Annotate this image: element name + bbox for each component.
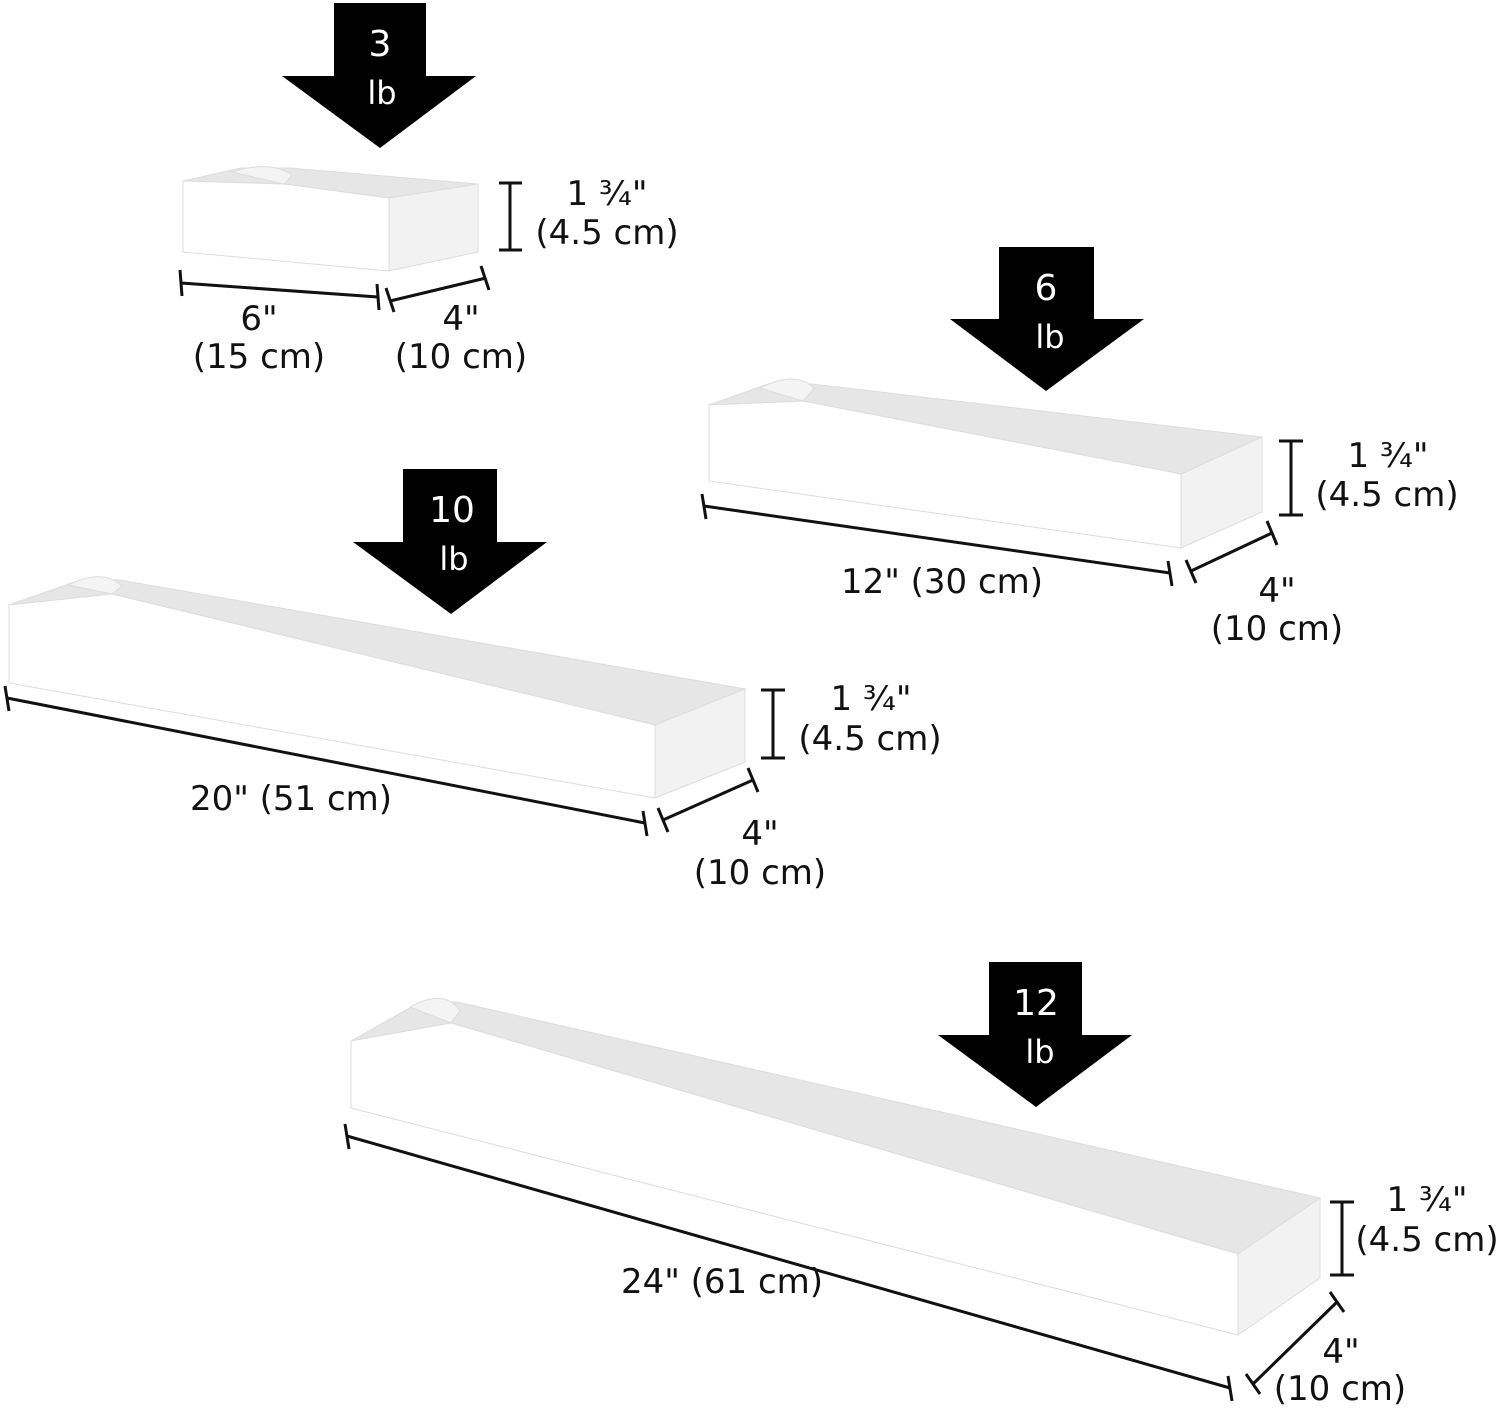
depth-dimension xyxy=(384,265,491,313)
shelf-back-lip xyxy=(230,166,293,185)
height-dimension xyxy=(1279,439,1303,517)
load-unit: lb xyxy=(439,540,468,578)
height-dimension xyxy=(1330,1200,1354,1277)
depth-label-metric: (10 cm) xyxy=(1211,609,1343,649)
height-label-imperial: 1 ¾" xyxy=(830,679,911,719)
load-arrow-10lb: 10 lb xyxy=(353,469,547,614)
shelf-12in: 6 lb 12" (30 cm) 4" (10 cm) 1 ¾" (4.5 xyxy=(700,247,1459,649)
length-dimension xyxy=(343,1123,1234,1402)
load-arrow-6lb: 6 lb xyxy=(950,247,1144,391)
height-dimension xyxy=(761,688,785,760)
depth-dimension xyxy=(1184,520,1279,584)
shelf-front-face xyxy=(182,180,390,272)
depth-label-metric: (10 cm) xyxy=(1274,1369,1406,1409)
length-dimension xyxy=(178,269,381,311)
load-value: 3 xyxy=(369,24,392,65)
shelf-24in: 12 lb 24" (61 cm) 4" (10 cm) 1 ¾" (4.5 xyxy=(343,962,1499,1409)
shelf-end-face xyxy=(1180,436,1263,549)
shelf-end-face xyxy=(388,183,479,272)
depth-dimension xyxy=(656,767,760,833)
shelf-back-lip xyxy=(408,998,461,1024)
depth-label-metric: (10 cm) xyxy=(395,337,527,377)
length-label: 12" (30 cm) xyxy=(841,562,1043,602)
height-dimension xyxy=(499,181,522,252)
shelf-20in: 10 lb 20" (51 cm) 4" (10 cm) 1 ¾" (4.5 xyxy=(3,469,942,893)
depth-label-metric: (10 cm) xyxy=(694,853,826,893)
load-value: 6 xyxy=(1035,268,1058,309)
load-value: 12 xyxy=(1013,983,1059,1024)
load-value: 10 xyxy=(429,490,475,531)
height-label-imperial: 1 ¾" xyxy=(566,174,647,214)
load-arrow-shape xyxy=(950,247,1144,391)
length-label: 24" (61 cm) xyxy=(621,1262,823,1302)
height-label-imperial: 1 ¾" xyxy=(1347,436,1428,476)
shelf-body xyxy=(708,378,1264,549)
height-label-metric: (4.5 cm) xyxy=(535,213,678,253)
depth-label-imperial: 4" xyxy=(741,814,778,854)
load-arrow-shape xyxy=(282,3,476,148)
load-unit: lb xyxy=(367,74,396,112)
length-dimension xyxy=(3,685,649,837)
height-label-metric: (4.5 cm) xyxy=(1355,1220,1498,1260)
shelf-end-face xyxy=(1237,1197,1321,1336)
shelf-back-lip xyxy=(758,378,815,402)
load-arrow-12lb: 12 lb xyxy=(938,962,1132,1107)
load-unit: lb xyxy=(1035,318,1064,356)
depth-label-imperial: 4" xyxy=(1322,1332,1359,1372)
shelf-body xyxy=(8,576,747,799)
load-arrow-shape xyxy=(353,469,547,614)
load-arrow-3lb: 3 lb xyxy=(282,3,476,148)
shelf-6in: 3 lb 6" (15 cm) 4" (10 cm) 1 xyxy=(178,3,679,377)
length-label-imperial: 6" xyxy=(240,299,277,339)
shelf-body xyxy=(182,166,479,272)
height-label-metric: (4.5 cm) xyxy=(798,719,941,759)
height-label-imperial: 1 ¾" xyxy=(1386,1180,1467,1220)
load-unit: lb xyxy=(1025,1033,1054,1071)
depth-label-imperial: 4" xyxy=(442,299,479,339)
load-arrow-shape xyxy=(938,962,1132,1107)
depth-dimension xyxy=(1244,1291,1346,1395)
length-dimension xyxy=(700,493,1174,587)
depth-label-imperial: 4" xyxy=(1258,571,1295,611)
shelf-back-lip xyxy=(66,576,123,595)
shelf-body xyxy=(350,998,1322,1336)
length-label: 20" (51 cm) xyxy=(190,779,392,819)
shelf-end-face xyxy=(654,688,746,799)
height-label-metric: (4.5 cm) xyxy=(1315,475,1458,515)
length-label-metric: (15 cm) xyxy=(193,337,325,377)
